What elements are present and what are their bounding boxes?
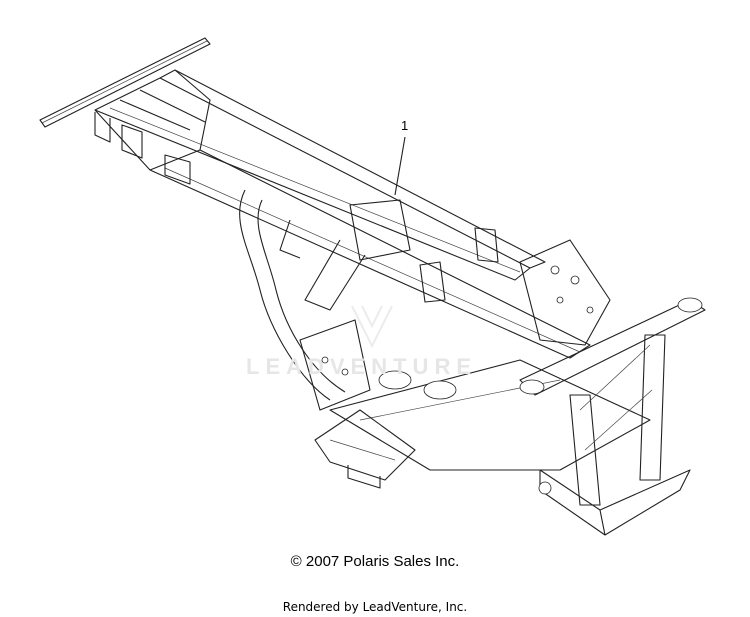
front-legs xyxy=(569,334,666,506)
rear-crossbar xyxy=(39,37,211,128)
footrest-plate xyxy=(314,409,416,489)
front-tower xyxy=(519,239,611,346)
copyright-text: © 2007 Polaris Sales Inc. xyxy=(290,553,460,570)
upper-right-rail xyxy=(94,69,591,359)
watermark-text: LEADVENTURE xyxy=(246,354,478,379)
frame-diagram xyxy=(39,37,706,536)
rendered-by-text: Rendered by LeadVenture, Inc. xyxy=(282,600,468,614)
watermark-logo xyxy=(351,305,393,349)
front-skid xyxy=(538,469,691,536)
left-downtube xyxy=(239,189,346,401)
floor-pan xyxy=(329,359,651,471)
upper-left-rail xyxy=(94,69,546,281)
mid-gusset xyxy=(279,199,499,311)
front-crossbar xyxy=(519,297,706,396)
left-side-plate xyxy=(299,319,371,411)
callout-leader xyxy=(394,136,406,196)
rear-brackets xyxy=(94,89,206,185)
callout-number: 1 xyxy=(401,118,409,133)
